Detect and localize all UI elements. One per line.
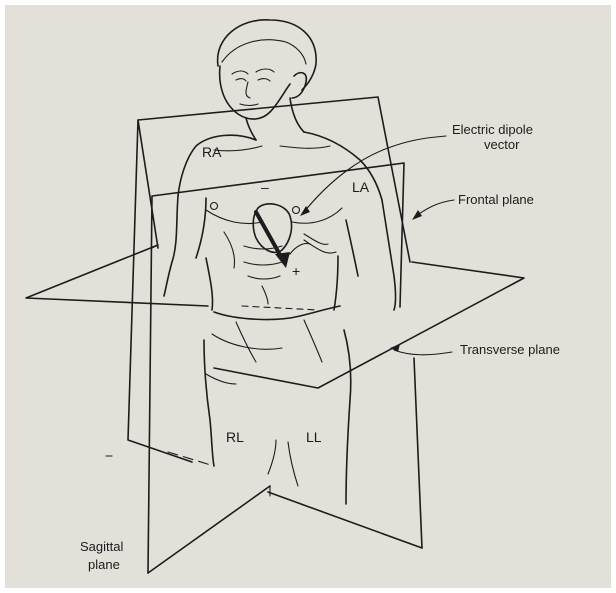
human-figure: [164, 20, 396, 504]
lead-ra: RA: [202, 144, 222, 160]
frontal-leader-line: [416, 200, 454, 216]
negative-pole: –: [261, 179, 269, 195]
sagittal-plane: [106, 97, 422, 548]
sagittal-label-line1: Sagittal: [80, 539, 123, 554]
dipole-label-line1: Electric dipole: [452, 122, 533, 137]
transverse-plane-label: Transverse plane: [460, 342, 560, 357]
lead-la: LA: [352, 179, 370, 195]
frontal-plane: [148, 163, 422, 573]
sagittal-label-line2: plane: [88, 557, 120, 572]
heart-dipole: [253, 204, 310, 268]
transverse-leader-line: [394, 350, 452, 355]
dipole-label-line2: vector: [484, 137, 520, 152]
lead-ll: LL: [306, 429, 322, 445]
frontal-plane-label: Frontal plane: [458, 192, 534, 207]
positive-pole: +: [292, 263, 300, 279]
lead-rl: RL: [226, 429, 244, 445]
transverse-plane: [26, 245, 524, 388]
